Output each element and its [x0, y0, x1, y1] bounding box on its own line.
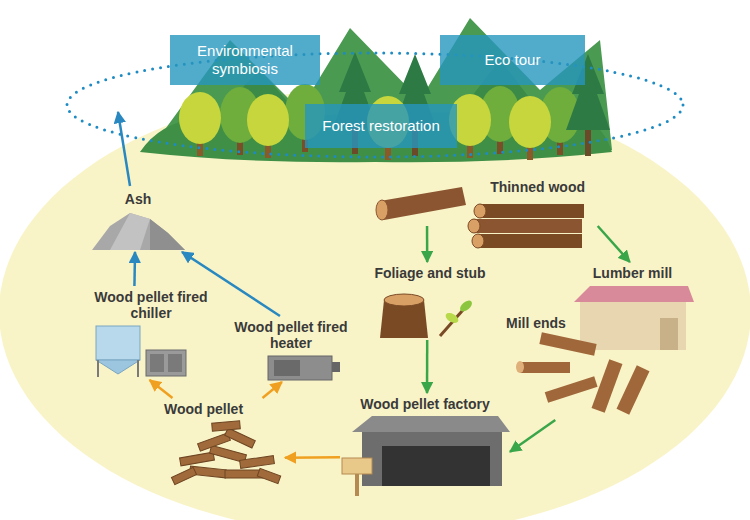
flow-arrow	[133, 252, 136, 286]
theme-text: Environmental symbiosis	[174, 42, 316, 78]
stage-name: Lumber mill	[593, 265, 672, 281]
theme-tag: Environmental symbiosis	[170, 35, 320, 85]
flow-arrow	[263, 382, 282, 398]
theme-tag: Eco tour	[440, 35, 585, 85]
pellet-factory-building	[342, 416, 510, 496]
lumber-mill-building	[574, 286, 694, 350]
stage-name: Wood pellet	[164, 401, 243, 417]
thinned-logs	[376, 187, 584, 248]
heater-unit	[268, 356, 340, 380]
ash-pile	[92, 213, 185, 250]
stage-label: Mill ends	[502, 312, 650, 420]
stage-label: Lumber mill	[565, 262, 700, 352]
stage-name: Wood pellet factory	[360, 396, 490, 412]
forest	[140, 18, 612, 162]
stage-name: Wood pellet fired chiller	[86, 289, 216, 321]
stage-name: Wood pellet fired heater	[230, 319, 352, 351]
return-arrow	[118, 112, 130, 186]
flow-arrow	[285, 456, 340, 459]
stage-name: Ash	[125, 191, 151, 207]
stump-and-twig	[380, 294, 474, 338]
chiller-unit	[96, 326, 186, 377]
stage-label: Foliage and stub	[360, 262, 500, 340]
flow-arrow	[150, 380, 173, 398]
flow-arrow	[426, 226, 429, 262]
stage-label: Ash	[88, 188, 188, 252]
stage-name: Mill ends	[506, 315, 566, 331]
stage-label: Wood pellet fired chiller	[82, 286, 220, 380]
stage-name: Foliage and stub	[374, 265, 485, 281]
theme-text: Eco tour	[485, 51, 541, 69]
dotted-boundary	[67, 53, 683, 157]
theme-tag: Forest restoration	[305, 104, 457, 148]
flow-arrow	[182, 252, 280, 316]
pellet-pile	[171, 421, 280, 485]
theme-text: Forest restoration	[322, 117, 440, 135]
flow-arrow	[426, 340, 429, 393]
stage-name: Thinned wood	[490, 179, 585, 195]
stage-label: Wood pellet	[160, 398, 285, 482]
mill-end-pieces	[516, 332, 649, 414]
stage-label: Wood pellet fired heater	[226, 316, 356, 382]
flow-arrow	[510, 420, 555, 452]
flow-arrow	[598, 226, 630, 262]
stage-label: Wood pellet factory	[340, 393, 510, 500]
ground-ellipse	[0, 88, 750, 520]
stage-label: Thinned wood	[370, 176, 600, 226]
